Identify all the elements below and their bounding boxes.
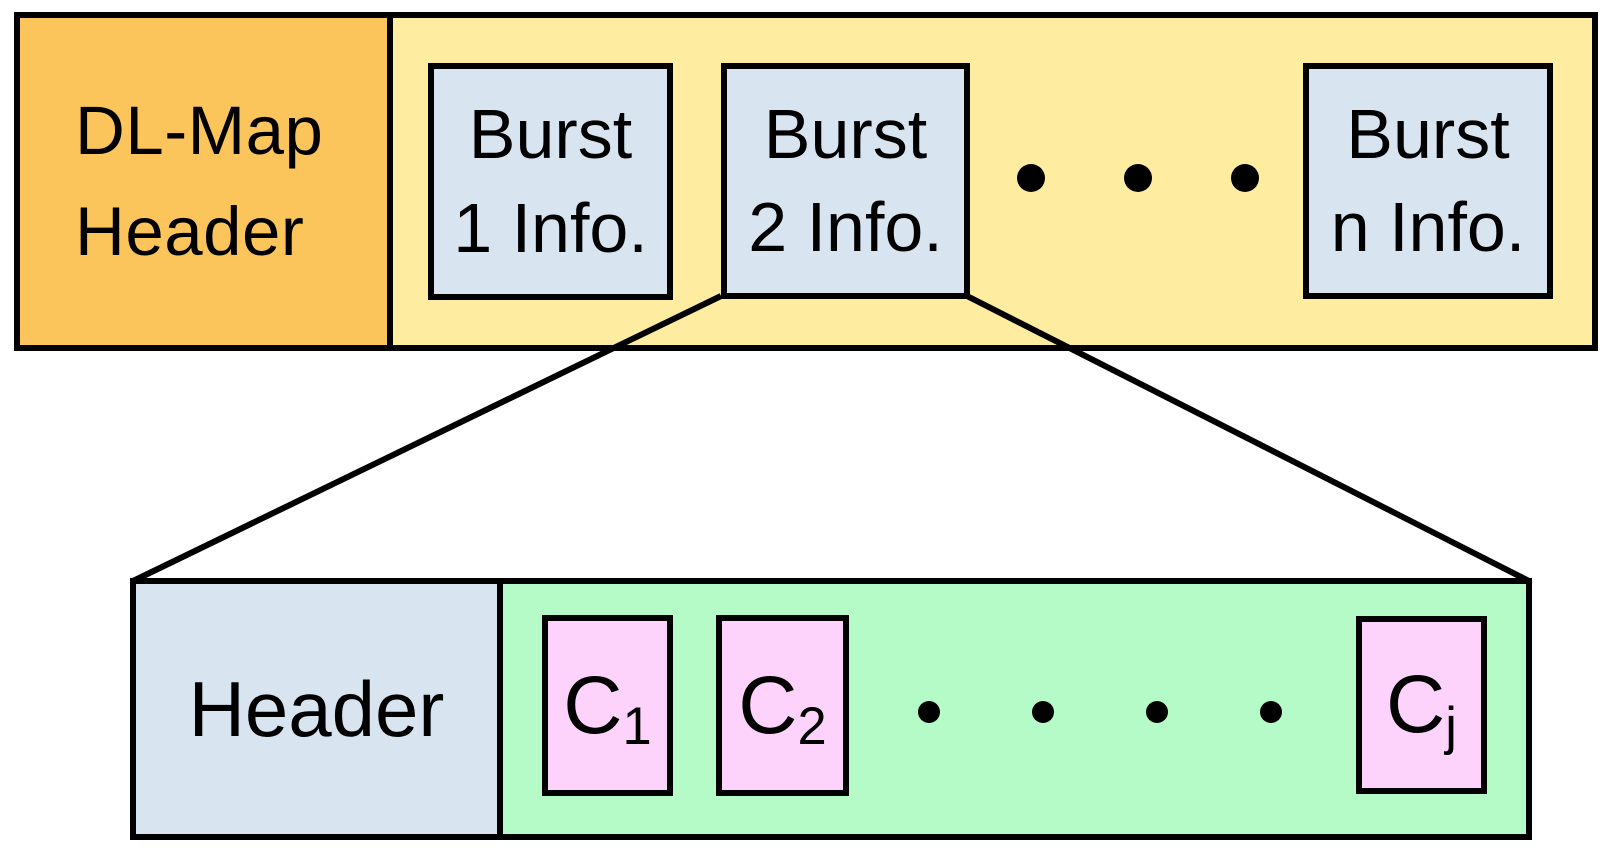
- channel-1-symbol: C: [563, 659, 623, 751]
- channel-1-box: C1: [542, 615, 673, 796]
- channel-j-label: Cj: [1386, 658, 1457, 752]
- channel-2-label: C2: [738, 659, 826, 753]
- channel-j-symbol: C: [1386, 659, 1446, 750]
- burst-n-line2: n Info.: [1330, 188, 1526, 266]
- ellipsis-dot: [1260, 701, 1282, 723]
- dl-map-header-line1: DL-Map: [75, 92, 324, 170]
- burst-2-line2: 2 Info.: [748, 188, 943, 266]
- burst-1-line2: 1 Info.: [453, 188, 648, 267]
- channel-1-subscript: 1: [622, 697, 652, 757]
- channel-2-subscript: 2: [797, 697, 827, 757]
- ellipsis-dot: [1032, 701, 1054, 723]
- dl-map-header-label: DL-Map Header: [75, 81, 323, 281]
- dl-map-header-cell: DL-Map Header: [14, 12, 393, 351]
- channel-2-symbol: C: [738, 659, 798, 751]
- ellipsis-dot: [1231, 164, 1259, 192]
- burst-1-line1: Burst: [468, 95, 633, 174]
- ellipsis-dots-bottom: [918, 701, 1282, 723]
- channel-j-subscript: j: [1445, 696, 1457, 756]
- ellipsis-dot: [918, 701, 940, 723]
- ellipsis-dots-top: [1017, 164, 1259, 192]
- ellipsis-dot: [1124, 164, 1152, 192]
- channel-1-label: C1: [563, 659, 651, 753]
- burst-header-label: Header: [188, 664, 445, 753]
- channel-j-box: Cj: [1356, 616, 1487, 794]
- ellipsis-dot: [1017, 164, 1045, 192]
- burst-n-info-box: Burst n Info.: [1303, 63, 1553, 299]
- burst-2-line1: Burst: [763, 94, 928, 173]
- burst-2-info-box: Burst 2 Info.: [721, 63, 970, 299]
- burst-header-cell: Header: [130, 578, 503, 840]
- dl-map-header-line2: Header: [75, 192, 305, 270]
- burst-1-info-box: Burst 1 Info.: [428, 63, 673, 300]
- burst-n-line1: Burst: [1346, 94, 1510, 173]
- ellipsis-dot: [1146, 701, 1168, 723]
- channel-2-box: C2: [716, 615, 849, 796]
